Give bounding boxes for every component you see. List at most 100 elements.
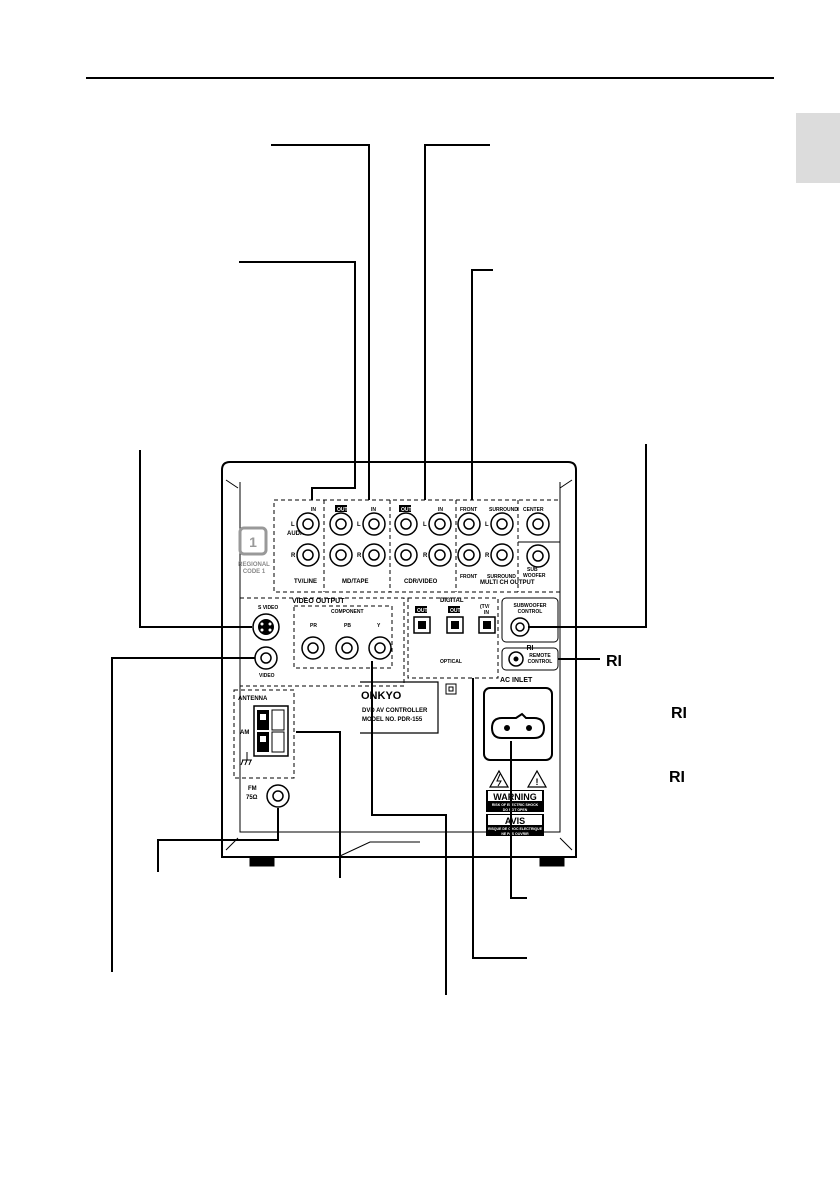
component-label: COMPONENT [331,609,364,615]
cdrvideo-label: CDR/VIDEO [404,579,438,585]
remote-control-block: RI REMOTE CONTROL [501,645,559,671]
antenna-label: ANTENNA [238,696,268,702]
y-jack [368,636,392,660]
surround-l-jack [490,512,514,536]
multi-ch-output-label: MULTI CH OUTPUT [480,580,535,586]
callout-lines [111,144,647,995]
tvline-l-jack [296,512,320,536]
sub-label: SUB [527,567,538,573]
mdtape-r-label: R [357,553,362,559]
cdrvideo-in-r-jack [428,543,452,567]
tvline-label: TV/LINE [294,579,317,585]
am-label: AM [240,730,249,736]
warning-label: WARNING [493,792,537,802]
svg-text:!: ! [536,777,539,787]
tvline-l-label: L [291,522,295,528]
digital-out1-label: OUT [417,608,428,614]
mdtape-in-r-jack [362,543,386,567]
remote-control-label-1: REMOTE [529,653,551,659]
svg-text:1: 1 [249,534,257,550]
fm-antenna-jack [266,784,290,808]
warning-sub-2: DO NOT OPEN [503,808,528,812]
regional-text-2: CODE 1 [243,569,266,575]
front-r-jack [457,543,481,567]
mdtape-out-r-jack [329,543,353,567]
am-antenna-terminals [253,705,289,757]
subwoofer-control-label-1: SUBWOOFER [513,603,546,609]
pr-jack [301,636,325,660]
center-label: CENTER [523,507,544,513]
surround-r-jack [490,543,514,567]
tvline-r-label: R [291,553,296,559]
cdrvideo-in-l-jack [428,512,452,536]
mdtape-l-label: L [357,522,361,528]
front-label-bottom: FRONT [460,574,477,580]
ac-inlet [483,687,553,761]
regional-code-emblem: 1 REGIONAL CODE 1 [238,526,270,575]
pb-jack [335,636,359,660]
video-output-label: VIDEO OUTPUT [292,598,345,605]
tvline-in-label: IN [311,507,316,513]
tv-in-label-2: IN [484,610,489,616]
ac-inlet-label: AC INLET [500,677,533,684]
section-tab [796,113,840,183]
regional-text-1: REGIONAL [238,562,270,568]
front-label-top: FRONT [460,507,477,513]
dashed-outlines [233,499,561,779]
optical-label: OPTICAL [440,659,462,665]
warning-labels: ! WARNING RISK OF ELECTRIC SHOCK DO NOT … [486,769,548,836]
front-r-label: R [485,553,490,559]
tv-in-label-1: (TV/ [480,604,490,610]
warning-sub-1: RISK OF ELECTRIC SHOCK [492,803,539,807]
mdtape-in-label: IN [371,507,376,513]
fm-label-2: 75Ω [246,795,258,801]
optical-ports [413,616,496,634]
pb-label: PB [344,623,351,629]
subwoofer-control-block: SUBWOOFER CONTROL [501,597,559,643]
mdtape-in-l-jack [362,512,386,536]
center-jack [526,512,550,536]
surround-label-top: SURROUND [489,507,518,513]
model-label-1: DVD AV CONTROLLER [362,708,428,714]
audio-label: AUDIO [287,531,307,537]
ground-icon [240,752,252,766]
y-label: Y [377,623,381,629]
avis-label: AVIS [505,816,525,826]
front-l-label: L [485,522,489,528]
avis-sub-1: RISQUE DE CHOC ELECTRIQUE [488,827,543,831]
digital-label: DIGITAL [440,598,464,604]
woofer-label: WOOFER [523,573,546,579]
subwoofer-jack [526,544,550,568]
pr-label: PR [310,623,317,629]
avis-sub-2: NE PAS OUVRIR [501,832,529,836]
remote-control-label-2: CONTROL [528,659,553,665]
rca-jacks [296,512,550,568]
model-label-2: MODEL NO. PDR-155 [362,717,423,723]
tvline-r-jack [296,543,320,567]
surround-label-bottom: SURROUND [487,574,516,580]
mdtape-out-l-jack [329,512,353,536]
ri-callout-mark-2: RI [671,705,687,722]
cdrvideo-r-label: R [423,553,428,559]
cdrvideo-out-l-jack [394,512,418,536]
s-video-label: S VIDEO [258,605,278,611]
video-label: VIDEO [259,673,275,679]
cdrvideo-l-label: L [423,522,427,528]
header-rule [86,77,774,79]
nameplate: ONKYO DVD AV CONTROLLER MODEL NO. PDR-15… [360,681,457,734]
component-jacks [301,636,392,660]
front-l-jack [457,512,481,536]
s-video-jack [252,613,280,641]
mdtape-out-label: OUT [337,507,348,513]
composite-video-jack [254,646,278,670]
cdrvideo-in-label: IN [438,507,443,513]
ri-callout-mark-3: RI [669,769,685,786]
digital-out2-label: OUT [450,608,461,614]
fm-label-1: FM [248,786,257,792]
cdrvideo-out-label: OUT [401,507,412,513]
mdtape-label: MD/TAPE [342,579,369,585]
brand-label: ONKYO [361,690,402,702]
cdrvideo-out-r-jack [394,543,418,567]
subwoofer-control-label-2: CONTROL [518,609,543,615]
